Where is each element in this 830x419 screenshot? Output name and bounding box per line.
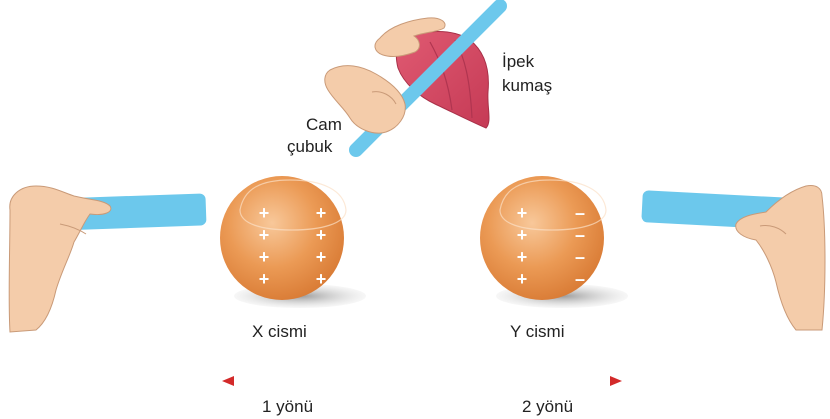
rubbing-illustration <box>325 6 500 150</box>
x-charge: + <box>259 225 270 245</box>
direction-2-label: 2 yönü <box>522 398 573 415</box>
right-rod-assembly <box>641 185 825 330</box>
y-charge: – <box>575 203 585 223</box>
y-charge: + <box>517 225 528 245</box>
y-charge: + <box>517 247 528 267</box>
x-charge: + <box>259 269 270 289</box>
left-rod-assembly <box>9 186 206 332</box>
left-hand <box>9 186 111 332</box>
y-sphere <box>480 176 604 300</box>
y-charge: + <box>517 269 528 289</box>
x-charge: + <box>316 203 327 223</box>
x-charge: + <box>316 269 327 289</box>
x-charge: + <box>316 247 327 267</box>
y-charge: – <box>575 225 585 245</box>
y-charge: + <box>517 203 528 223</box>
y-charge: – <box>575 247 585 267</box>
glass-rod-label-line1: Cam <box>306 116 342 133</box>
x-charge: + <box>259 203 270 223</box>
x-charge: + <box>259 247 270 267</box>
direction-1-arrow <box>222 376 360 386</box>
silk-label-line2: kumaş <box>502 77 552 94</box>
direction-1-label: 1 yönü <box>262 398 313 415</box>
silk-label-line1: İpek <box>502 53 534 70</box>
y-charge: – <box>575 269 585 289</box>
y-sphere-label: Y cismi <box>510 323 564 340</box>
x-charge: + <box>316 225 327 245</box>
x-sphere-label: X cismi <box>252 323 307 340</box>
glass-rod-label-line2: çubuk <box>287 138 332 155</box>
direction-2-arrow <box>490 376 622 386</box>
